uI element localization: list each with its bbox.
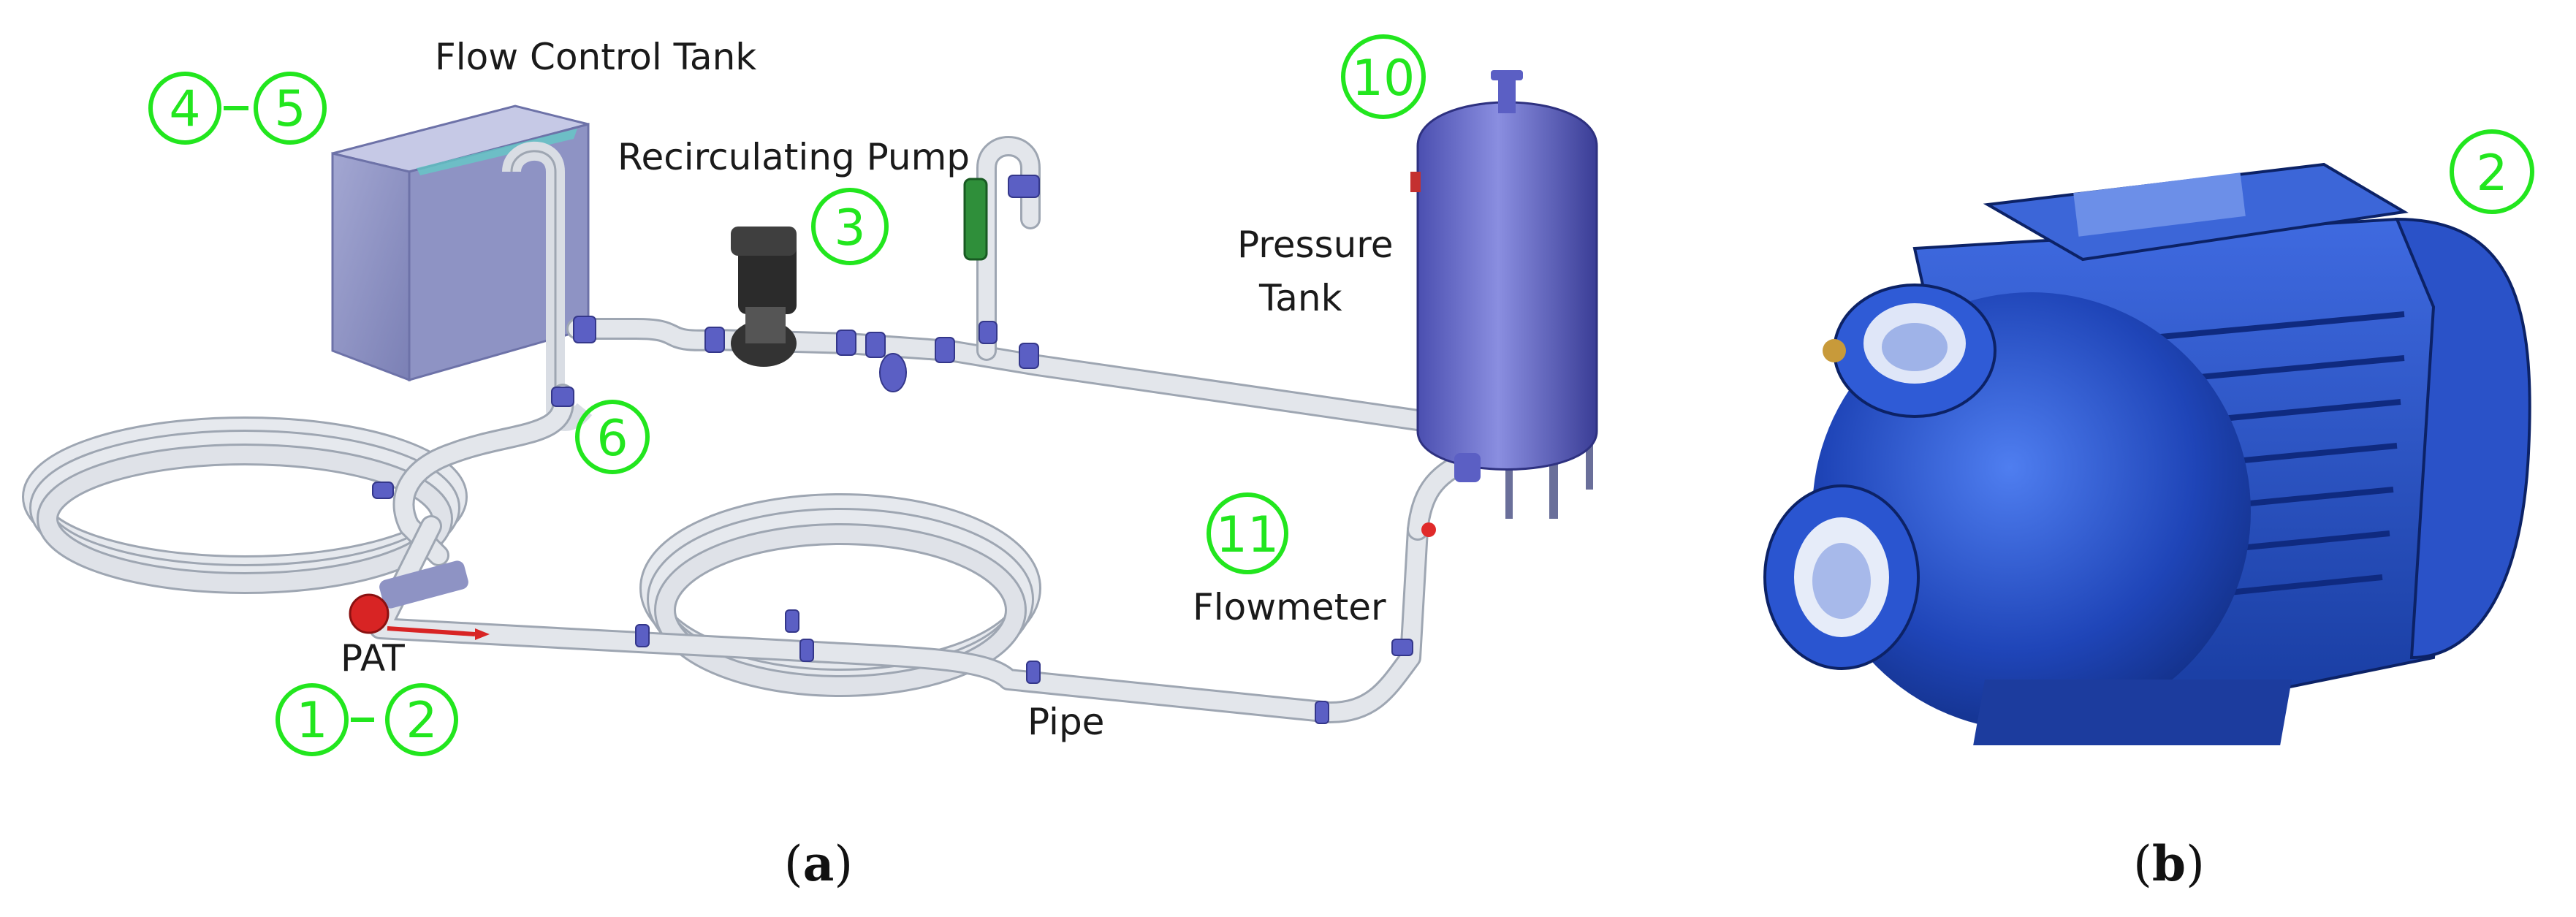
marker-4: 4	[148, 72, 221, 145]
svg-text:2: 2	[406, 692, 437, 750]
marker-2b: 2	[2450, 129, 2534, 214]
svg-text:6: 6	[596, 410, 628, 468]
recirculating-pump	[731, 227, 797, 367]
svg-text:5: 5	[274, 80, 305, 138]
label-flowmeter: Flowmeter	[1193, 586, 1386, 628]
panel-b: 2 (b)	[1763, 129, 2534, 892]
marker-10: 10	[1341, 34, 1426, 119]
flow-control-tank	[331, 104, 593, 431]
marker-11: 11	[1207, 492, 1288, 574]
marker-3: 3	[811, 188, 889, 265]
pipe-coil-left	[22, 416, 468, 594]
svg-text:1: 1	[296, 692, 327, 750]
pat-turbine	[349, 560, 490, 640]
marker-6: 6	[575, 400, 650, 474]
svg-text:11: 11	[1216, 506, 1280, 564]
pump-photo	[1763, 162, 2531, 745]
svg-text:3: 3	[834, 199, 865, 257]
pressure-tank	[1410, 70, 1598, 519]
label-flow-control-tank: Flow Control Tank	[435, 36, 756, 78]
flowmeter-valve	[1421, 522, 1436, 537]
pipe-coil-middle	[639, 493, 1041, 697]
svg-text:4: 4	[169, 80, 200, 138]
label-tank: Tank	[1258, 277, 1342, 319]
marker-5: 5	[254, 72, 327, 145]
svg-text:10: 10	[1352, 50, 1416, 107]
label-pat: PAT	[341, 637, 405, 680]
pipe-fittings	[372, 175, 1413, 724]
marker-2: 2	[385, 683, 458, 756]
svg-text:2: 2	[2476, 145, 2507, 202]
label-pressure: Pressure	[1237, 224, 1394, 266]
marker-1: 1	[276, 683, 349, 756]
label-recirculating-pump: Recirculating Pump	[618, 136, 970, 178]
caption-a: (a)	[784, 835, 853, 892]
label-pipe: Pipe	[1027, 701, 1104, 743]
flow-valve-green	[963, 178, 988, 261]
caption-b: (b)	[2133, 835, 2205, 892]
panel-a: Flow Control Tank Recirculating Pump Pre…	[22, 34, 1598, 892]
